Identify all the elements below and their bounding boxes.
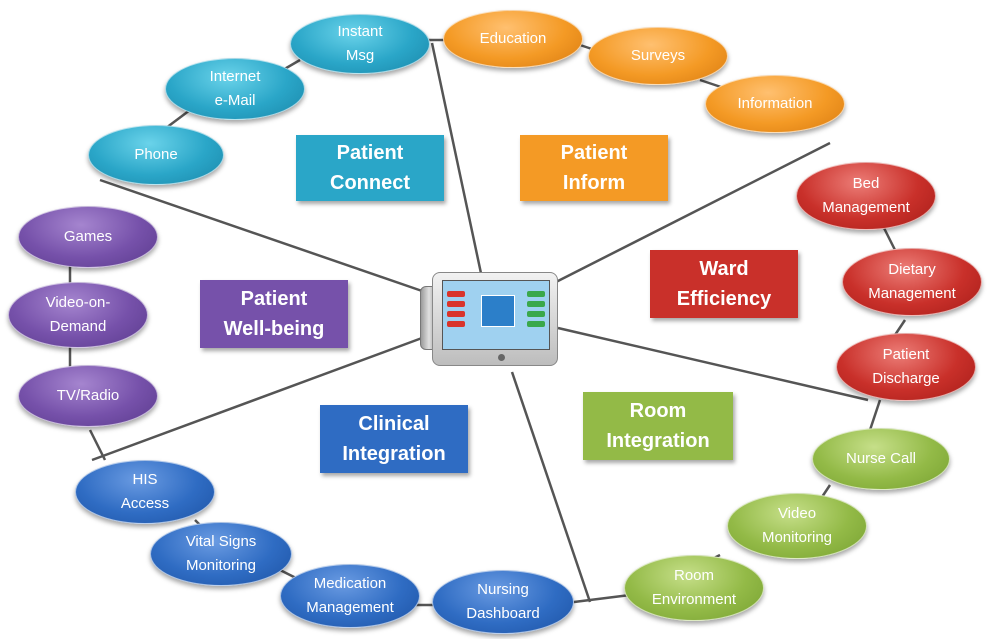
spoke-line	[510, 371, 592, 603]
node-tv-radio: TV/Radio	[18, 365, 158, 427]
node-information: Information	[705, 75, 845, 133]
spoke-line	[99, 178, 426, 294]
node-instant-msg: Instant Msg	[290, 14, 430, 74]
node-surveys: Surveys	[588, 27, 728, 85]
category-room-integration: Room Integration	[583, 392, 733, 460]
node-internet-email: Internet e-Mail	[165, 58, 305, 120]
terminal-button	[498, 354, 505, 361]
spoke-line	[91, 336, 423, 462]
spoke-line	[555, 141, 831, 284]
node-phone: Phone	[88, 125, 224, 185]
node-room-environment: Room Environment	[624, 555, 764, 621]
node-video-on-demand: Video-on- Demand	[8, 282, 148, 348]
category-clinical-integration: Clinical Integration	[320, 405, 468, 473]
node-nurse-call: Nurse Call	[812, 428, 950, 490]
category-patient-connect: Patient Connect	[296, 135, 444, 201]
category-ward-efficiency: Ward Efficiency	[650, 250, 798, 318]
node-dietary-management: Dietary Management	[842, 248, 982, 316]
ring-link	[868, 399, 882, 431]
node-education: Education	[443, 10, 583, 68]
node-vital-signs-monitoring: Vital Signs Monitoring	[150, 522, 292, 586]
node-medication-management: Medication Management	[280, 564, 420, 628]
node-his-access: HIS Access	[75, 460, 215, 524]
category-patient-wellbeing: Patient Well-being	[200, 280, 348, 348]
spoke-line	[430, 42, 484, 279]
bedside-terminal-icon	[420, 272, 560, 368]
spoke-line	[557, 326, 869, 402]
node-patient-discharge: Patient Discharge	[836, 333, 976, 401]
node-nursing-dashboard: Nursing Dashboard	[432, 570, 574, 634]
node-video-monitoring: Video Monitoring	[727, 493, 867, 559]
node-bed-management: Bed Management	[796, 162, 936, 230]
node-games: Games	[18, 206, 158, 268]
category-patient-inform: Patient Inform	[520, 135, 668, 201]
terminal-screen	[442, 280, 550, 350]
